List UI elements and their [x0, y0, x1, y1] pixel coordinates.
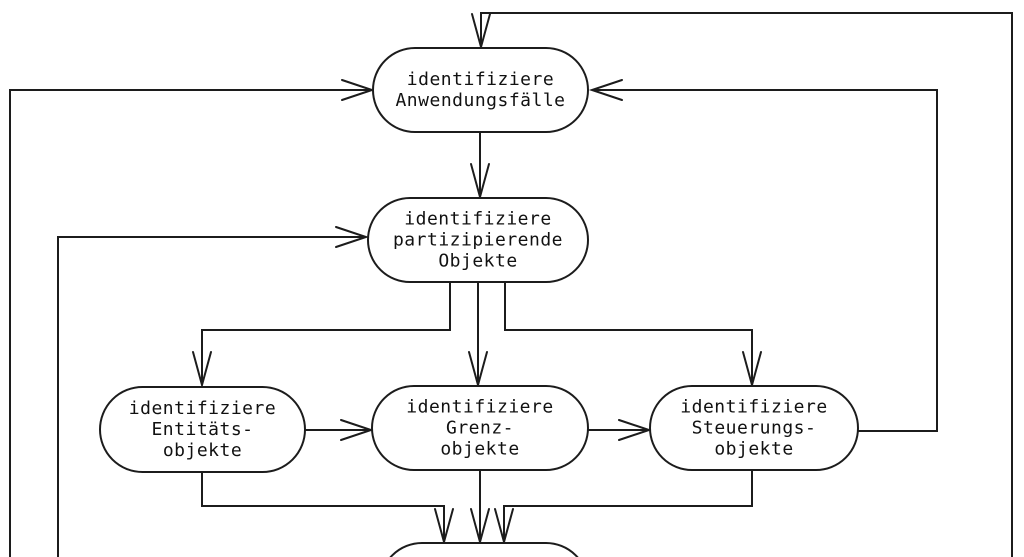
connector-line	[201, 472, 445, 542]
node-label-line: identifiziere	[680, 397, 827, 418]
connector-line	[9, 89, 372, 557]
node-label-line: partizipierende	[393, 230, 563, 251]
edge-rueckkopplung-links-zu-anwendungsfaelle	[9, 79, 376, 557]
node-label-line: objekte	[163, 440, 242, 461]
edge-grenzobjekte-zu-steuerungsobjekte	[588, 419, 653, 441]
node-label-line: Anwendungsfälle	[395, 90, 565, 111]
node-naechster-schritt-teilweise-sichtbar	[389, 542, 579, 557]
edge-partizipierende-objekte-zu-steuerungsobjekte	[504, 282, 762, 389]
node-label-line: Grenz-	[446, 418, 514, 439]
edge-partizipierende-objekte-zu-entitaetsobjekte	[192, 282, 451, 389]
node-label-line: Steuerungs-	[692, 418, 817, 439]
connector-line	[503, 470, 753, 542]
node-label-line: identifiziere	[406, 397, 553, 418]
connector-line	[480, 12, 1013, 557]
node-shape	[649, 385, 859, 471]
connector-line	[504, 282, 753, 385]
edge-entitaetsobjekte-zu-naechster-schritt	[201, 472, 454, 546]
connector-line	[201, 282, 451, 385]
node-shape	[371, 385, 589, 471]
edge-anwendungsfaelle-zu-partizipierende-objekte	[470, 132, 490, 201]
node-shape	[99, 386, 306, 473]
edge-steuerungsobjekte-zu-anwendungsfaelle	[588, 79, 938, 432]
node-label-line: identifiziere	[129, 398, 276, 419]
edge-partizipierende-objekte-zu-grenzobjekte	[468, 282, 488, 389]
arrowhead-right-icon	[618, 419, 653, 441]
edge-grenzobjekte-zu-naechster-schritt	[470, 470, 490, 546]
node-label-line: identifiziere	[404, 209, 551, 230]
arrowhead-left-icon	[588, 79, 623, 101]
node-shape	[367, 197, 589, 283]
edge-steuerungsobjekte-zu-naechster-schritt	[494, 470, 753, 546]
connector-line	[592, 89, 938, 432]
connector-line	[57, 236, 366, 557]
arrowhead-down-icon	[192, 351, 212, 389]
node-label-line: Objekte	[438, 251, 517, 272]
node-label-line: Entitäts-	[151, 419, 253, 440]
node-label-line: objekte	[714, 439, 793, 460]
arrowhead-right-icon	[340, 419, 375, 441]
node-label-line: identifiziere	[407, 69, 554, 90]
node-shape	[372, 47, 589, 133]
edge-rueckkopplung-links-zu-partizipierende-objekte	[57, 226, 370, 557]
arrowhead-right-icon	[335, 226, 370, 248]
node-label-line: objekte	[440, 439, 519, 460]
node-shape	[389, 542, 579, 557]
edge-entitaetsobjekte-zu-grenzobjekte	[305, 419, 375, 441]
